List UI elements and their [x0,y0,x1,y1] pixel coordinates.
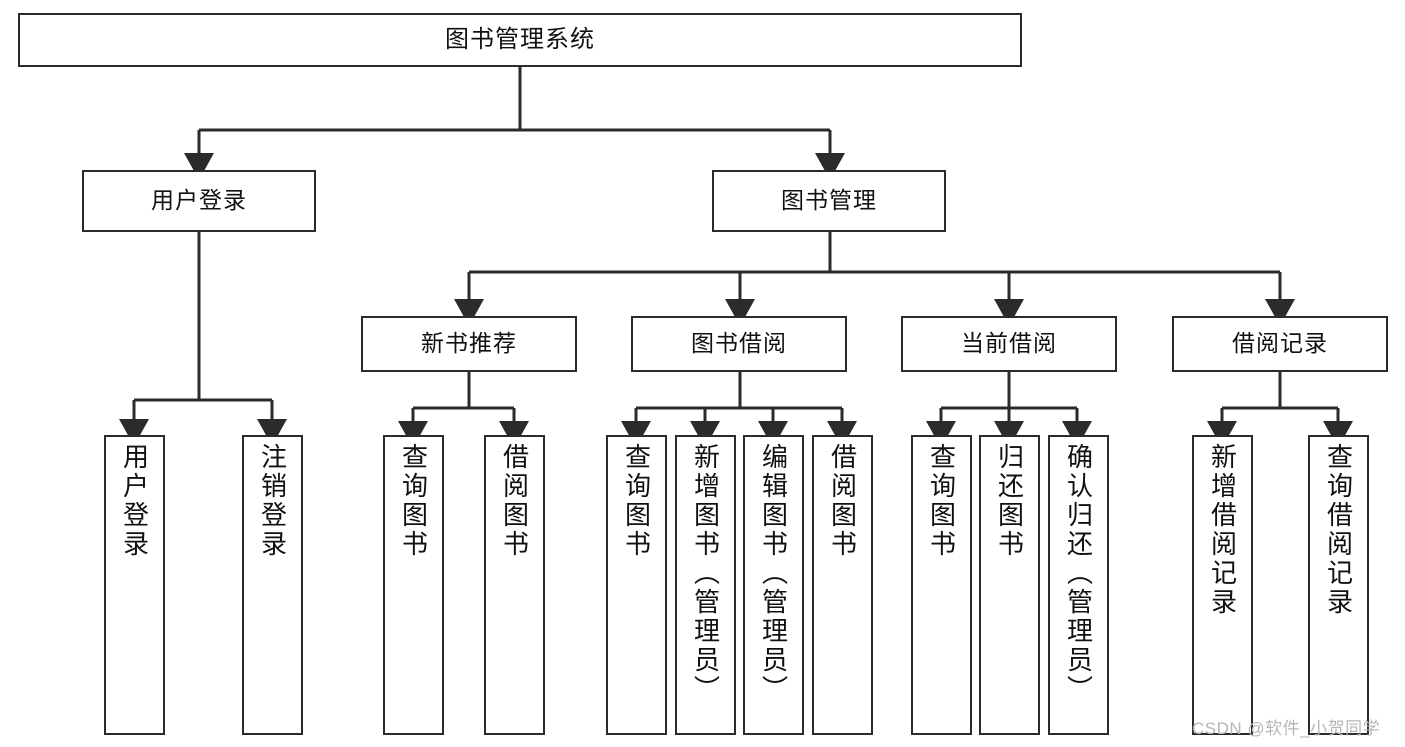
node-borrow-records[interactable]: 借阅记录 [1172,316,1388,372]
node-label: 借阅图书 [827,443,858,559]
leaf-new-books-query[interactable]: 查询图书 [383,435,444,735]
leaf-user-logout[interactable]: 注销登录 [242,435,303,735]
node-label: 查询图书 [926,443,957,559]
node-label: 确认归还（管理员） [1063,443,1094,704]
node-label: 用户登录 [151,187,247,214]
node-label: 借阅记录 [1232,330,1328,357]
leaf-current-query-book[interactable]: 查询图书 [911,435,972,735]
node-user-login[interactable]: 用户登录 [82,170,316,232]
node-label: 图书管理系统 [445,25,595,53]
node-label: 查询图书 [398,443,429,559]
node-book-management[interactable]: 图书管理 [712,170,946,232]
node-label: 查询借阅记录 [1323,443,1354,617]
leaf-current-return-book[interactable]: 归还图书 [979,435,1040,735]
node-label: 新增借阅记录 [1207,443,1238,617]
leaf-borrow-edit-book-admin[interactable]: 编辑图书（管理员） [743,435,804,735]
node-new-book-recommend[interactable]: 新书推荐 [361,316,577,372]
leaf-records-add[interactable]: 新增借阅记录 [1192,435,1253,735]
node-label: 新增图书（管理员） [690,443,721,704]
leaf-new-books-borrow[interactable]: 借阅图书 [484,435,545,735]
node-label: 编辑图书（管理员） [758,443,789,704]
node-label: 注销登录 [257,443,288,559]
node-current-borrow[interactable]: 当前借阅 [901,316,1117,372]
leaf-borrow-query-book[interactable]: 查询图书 [606,435,667,735]
leaf-current-confirm-return-admin[interactable]: 确认归还（管理员） [1048,435,1109,735]
node-label: 用户登录 [119,443,150,559]
node-root-system[interactable]: 图书管理系统 [18,13,1022,67]
node-label: 新书推荐 [421,330,517,357]
node-label: 借阅图书 [499,443,530,559]
node-label: 归还图书 [994,443,1025,559]
leaf-records-query[interactable]: 查询借阅记录 [1308,435,1369,735]
leaf-borrow-borrow-book[interactable]: 借阅图书 [812,435,873,735]
node-label: 图书借阅 [691,330,787,357]
node-label: 查询图书 [621,443,652,559]
leaf-borrow-add-book-admin[interactable]: 新增图书（管理员） [675,435,736,735]
node-book-borrow[interactable]: 图书借阅 [631,316,847,372]
node-label: 当前借阅 [961,330,1057,357]
node-label: 图书管理 [781,187,877,214]
leaf-user-login[interactable]: 用户登录 [104,435,165,735]
